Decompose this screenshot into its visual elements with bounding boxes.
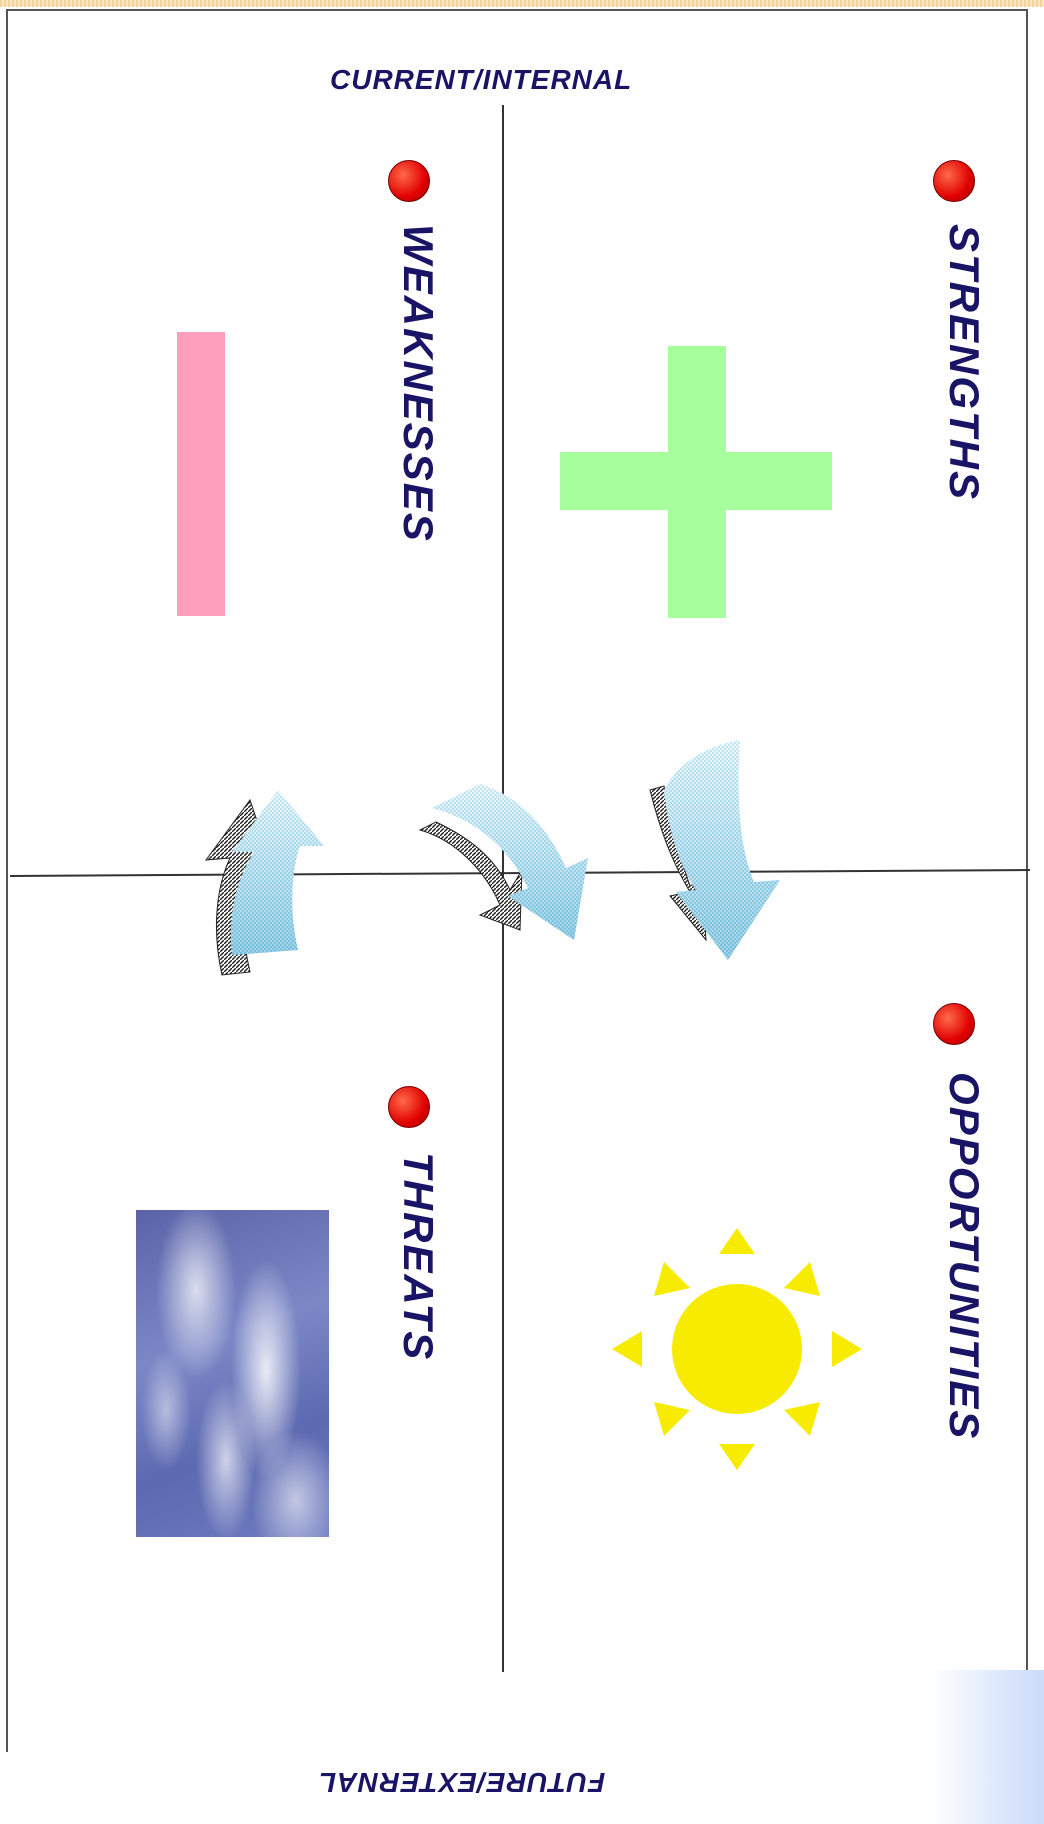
bullet-strengths-icon: [933, 160, 975, 202]
quadrant-title-opportunities: OPPORTUNITIES: [940, 1072, 988, 1440]
axis-label-top: CURRENT/INTERNAL: [330, 64, 632, 96]
minus-icon: [177, 332, 225, 616]
quadrant-title-weaknesses: WEAKNESSES: [394, 224, 442, 543]
quadrant-title-strengths: STRENGTHS: [940, 224, 988, 501]
bullet-opportunities-icon: [933, 1003, 975, 1045]
plus-icon: [560, 346, 832, 618]
bullet-weaknesses-icon: [388, 160, 430, 202]
sun-icon: [612, 1228, 862, 1470]
bullet-threats-icon: [388, 1086, 430, 1128]
clouds-image: [136, 1210, 329, 1537]
quadrant-title-threats: THREATS: [394, 1152, 442, 1361]
axis-label-bottom: FUTURE/EXTERNAL: [318, 1766, 605, 1798]
cycle-arrow-icon-3: [650, 740, 780, 960]
cycle-arrow-icon-1: [206, 790, 324, 975]
